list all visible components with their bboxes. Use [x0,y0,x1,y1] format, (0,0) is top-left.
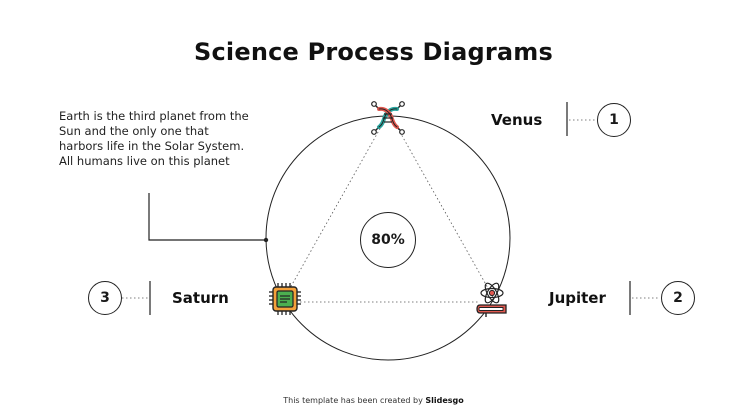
node-number-saturn: 3 [88,281,122,315]
footer-prefix: This template has been created by [283,396,423,405]
triangle-edge-top-right [391,117,494,298]
node-label-jupiter: Jupiter [549,289,606,307]
atom-book-icon [476,282,507,317]
microchip-icon [269,283,301,315]
node-number-venus: 1 [597,103,631,137]
page-title: Science Process Diagrams [194,38,553,66]
node-label-saturn: Saturn [172,289,229,307]
callout-line [148,193,266,241]
triangle-edge-top-left [284,117,387,298]
center-percentage: 80% [360,212,416,268]
footer-credit: This template has been created by Slides… [0,396,747,405]
description-text: Earth is the third planet from the Sun a… [59,109,249,168]
node-label-venus: Venus [491,111,543,129]
node-number-jupiter: 2 [661,281,695,315]
footer-brand[interactable]: Slidesgo [425,396,464,405]
dna-icon [371,101,405,135]
callout-dot [263,237,269,243]
